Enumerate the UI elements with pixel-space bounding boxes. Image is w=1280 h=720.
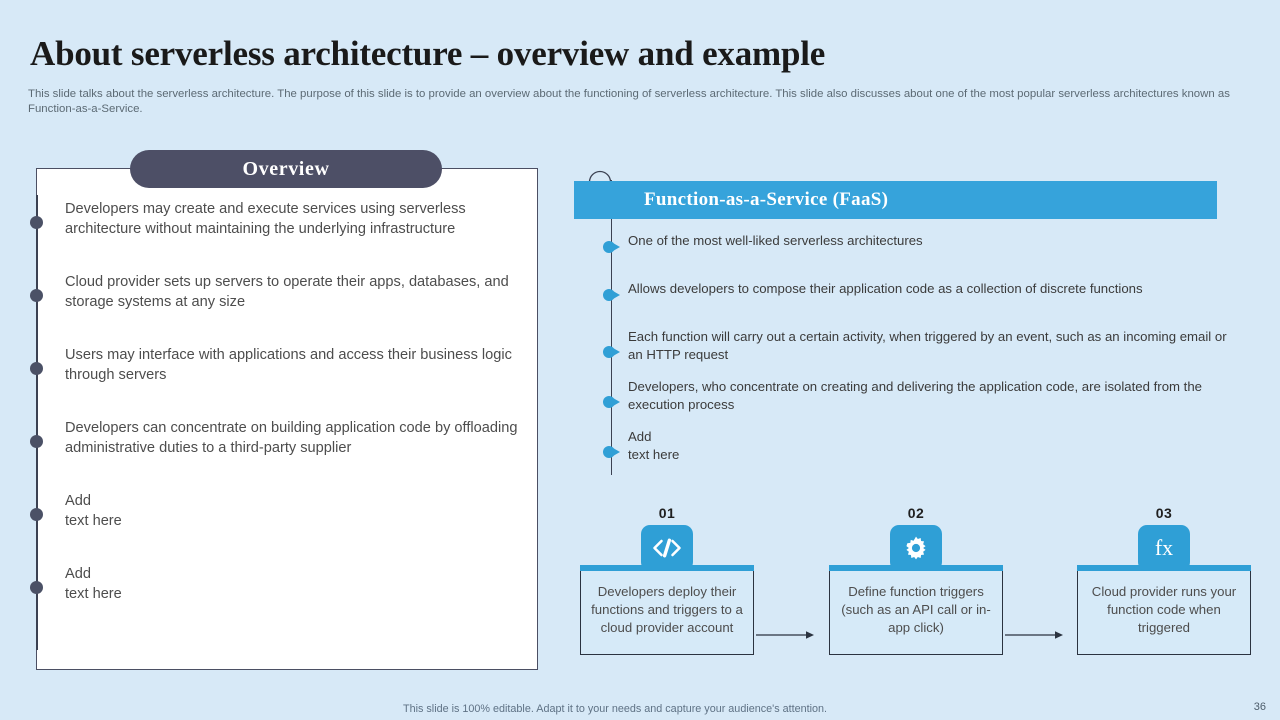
faas-item-text: One of the most well-liked serverless ar… xyxy=(628,233,923,248)
flow-step-01[interactable]: 01 Developers deploy their functions and… xyxy=(579,505,755,655)
step-text: Define function triggers (such as an API… xyxy=(841,584,991,635)
chevron-bullet-icon xyxy=(603,241,624,253)
step-description-box: Cloud provider runs your function code w… xyxy=(1076,564,1252,655)
step-number: 03 xyxy=(1155,505,1173,521)
overview-item-text: Add text here xyxy=(65,566,122,602)
list-item[interactable]: Cloud provider sets up servers to operat… xyxy=(29,273,536,326)
list-item[interactable]: One of the most well-liked serverless ar… xyxy=(600,232,1260,266)
list-item[interactable]: Users may interface with applications an… xyxy=(29,346,536,399)
faas-heading-label: Function-as-a-Service (FaaS) xyxy=(644,189,889,210)
page-title: About serverless architecture – overview… xyxy=(30,34,826,73)
overview-timeline-line xyxy=(36,195,38,650)
flow-step-02[interactable]: 02 Define function triggers (such as an … xyxy=(828,505,1004,655)
faas-list: One of the most well-liked serverless ar… xyxy=(600,232,1260,478)
list-item[interactable]: Developers, who concentrate on creating … xyxy=(600,378,1260,414)
bullet-dot-icon xyxy=(29,581,43,594)
timeline-hook-icon xyxy=(588,170,612,192)
step-description-box: Developers deploy their functions and tr… xyxy=(579,564,755,655)
bullet-dot-icon xyxy=(29,362,43,375)
list-item[interactable]: Add text here xyxy=(600,428,1260,464)
overview-heading-label: Overview xyxy=(242,157,330,180)
bullet-dot-icon xyxy=(29,508,43,521)
footer-note: This slide is 100% editable. Adapt it to… xyxy=(403,703,828,715)
faas-item-text: Add text here xyxy=(628,429,680,462)
chevron-bullet-icon xyxy=(603,396,624,408)
list-item[interactable]: Developers can concentrate on building a… xyxy=(29,419,536,472)
fx-icon: fx xyxy=(1138,525,1190,571)
page-number: 36 xyxy=(1253,701,1266,713)
flow-step-03[interactable]: 03 fx Cloud provider runs your function … xyxy=(1076,505,1252,655)
overview-item-text: Developers can concentrate on building a… xyxy=(65,420,518,456)
bullet-dot-icon xyxy=(29,435,43,448)
step-number: 01 xyxy=(658,505,676,521)
step-text: Developers deploy their functions and tr… xyxy=(591,584,743,635)
overview-item-text: Cloud provider sets up servers to operat… xyxy=(65,274,509,310)
slide-subtitle: This slide talks about the serverless ar… xyxy=(28,88,1230,115)
overview-item-text: Developers may create and execute servic… xyxy=(65,201,466,237)
list-item[interactable]: Allows developers to compose their appli… xyxy=(600,280,1260,314)
fx-icon-label: fx xyxy=(1154,535,1174,560)
overview-heading-pill: Overview xyxy=(130,150,442,188)
flow-arrow-1 xyxy=(756,631,814,639)
gear-icon xyxy=(890,525,942,571)
chevron-bullet-icon xyxy=(603,289,624,301)
faas-heading-bar: Function-as-a-Service (FaaS) xyxy=(574,181,1217,219)
faas-item-text: Allows developers to compose their appli… xyxy=(628,281,1143,296)
flow-arrow-2 xyxy=(1005,631,1063,639)
process-flow: 01 Developers deploy their functions and… xyxy=(574,505,1274,685)
list-item[interactable]: Add text here xyxy=(29,565,536,618)
faas-item-text: Each function will carry out a certain a… xyxy=(628,329,1227,362)
overview-list: Developers may create and execute servic… xyxy=(29,200,536,638)
chevron-bullet-icon xyxy=(603,446,624,458)
code-icon xyxy=(641,525,693,571)
step-text: Cloud provider runs your function code w… xyxy=(1091,584,1237,635)
overview-item-text: Users may interface with applications an… xyxy=(65,347,512,383)
list-item[interactable]: Developers may create and execute servic… xyxy=(29,200,536,253)
step-number: 02 xyxy=(907,505,925,521)
step-description-box: Define function triggers (such as an API… xyxy=(828,564,1004,655)
faas-timeline-line xyxy=(610,180,612,475)
list-item[interactable]: Add text here xyxy=(29,492,536,545)
list-item[interactable]: Each function will carry out a certain a… xyxy=(600,328,1260,364)
overview-item-text: Add text here xyxy=(65,493,122,529)
faas-item-text: Developers, who concentrate on creating … xyxy=(628,379,1203,412)
bullet-dot-icon xyxy=(29,216,43,229)
bullet-dot-icon xyxy=(29,289,43,302)
overview-panel xyxy=(36,168,538,670)
chevron-bullet-icon xyxy=(603,346,624,358)
